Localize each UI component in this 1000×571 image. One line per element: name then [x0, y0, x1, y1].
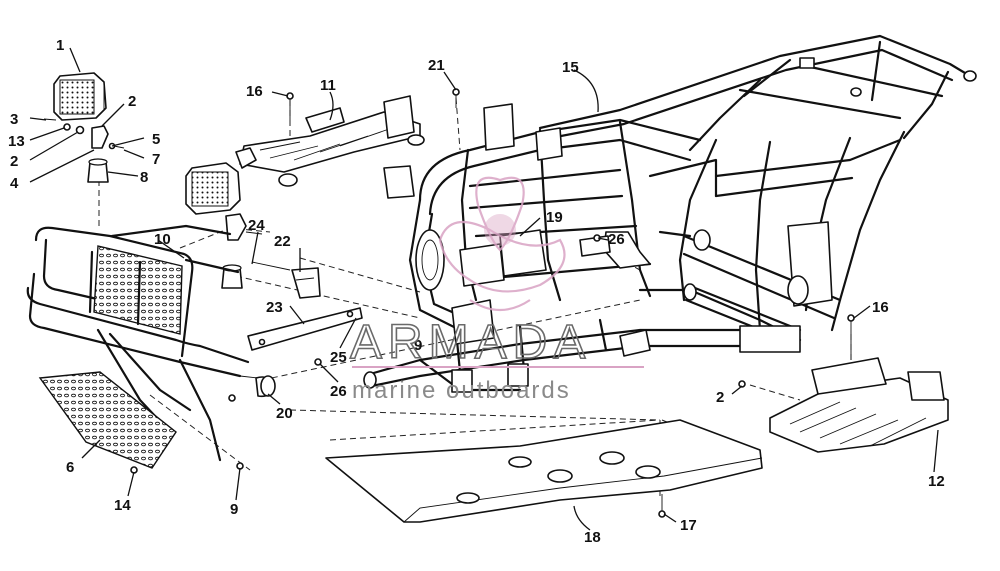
callout-10: 10 [154, 231, 171, 248]
callout-8: 8 [140, 169, 148, 186]
watermark-rule [352, 366, 644, 368]
callout-25: 25 [330, 349, 347, 366]
callout-4: 4 [10, 175, 19, 192]
watermark: ARMADA marine outboards [349, 176, 644, 404]
watermark-brand: ARMADA [350, 316, 591, 369]
callout-numbers: 1 2 3 13 2 4 5 7 8 16 11 21 15 10 24 22 … [8, 37, 945, 546]
callout-11: 11 [320, 77, 336, 94]
callout-21: 21 [428, 57, 445, 74]
callout-5: 5 [152, 131, 160, 148]
watermark-logo-icon [438, 176, 566, 311]
callout-9: 9 [230, 501, 238, 518]
callout-26: 26 [608, 231, 625, 248]
headlight-upper [43, 72, 125, 183]
callout-2: 2 [10, 153, 18, 170]
front-bumper [26, 224, 276, 462]
callout-7: 7 [152, 151, 160, 168]
bracket-25 [247, 307, 363, 351]
callout-1: 1 [56, 37, 64, 54]
callout-6: 6 [66, 459, 74, 476]
callout-3: 3 [10, 111, 18, 128]
footrest-right [769, 314, 949, 453]
callout-18: 18 [584, 529, 601, 546]
bracket-22 [291, 267, 321, 299]
callout-17: 17 [680, 517, 697, 534]
callout-19: 19 [546, 209, 563, 226]
callout-26: 26 [330, 383, 347, 400]
callout-20: 20 [276, 405, 293, 422]
footrest-left [235, 95, 425, 187]
callout-2: 2 [128, 93, 136, 110]
front-skid-plate [38, 371, 177, 469]
main-frame [130, 34, 977, 474]
callout-14: 14 [114, 497, 131, 514]
callout-15: 15 [562, 59, 579, 76]
main-skid-plate [325, 419, 763, 523]
callout-23: 23 [266, 299, 283, 316]
headlight-lower [185, 162, 291, 289]
leader-lines [29, 47, 939, 531]
callout-24: 24 [248, 217, 265, 234]
callout-9: 9 [414, 337, 422, 354]
callout-22: 22 [274, 233, 291, 250]
callout-12: 12 [928, 473, 945, 490]
callout-16: 16 [872, 299, 889, 316]
callout-16: 16 [246, 83, 263, 100]
watermark-tagline: marine outboards [352, 377, 571, 404]
callout-13: 13 [8, 133, 25, 150]
callout-2: 2 [716, 389, 724, 406]
